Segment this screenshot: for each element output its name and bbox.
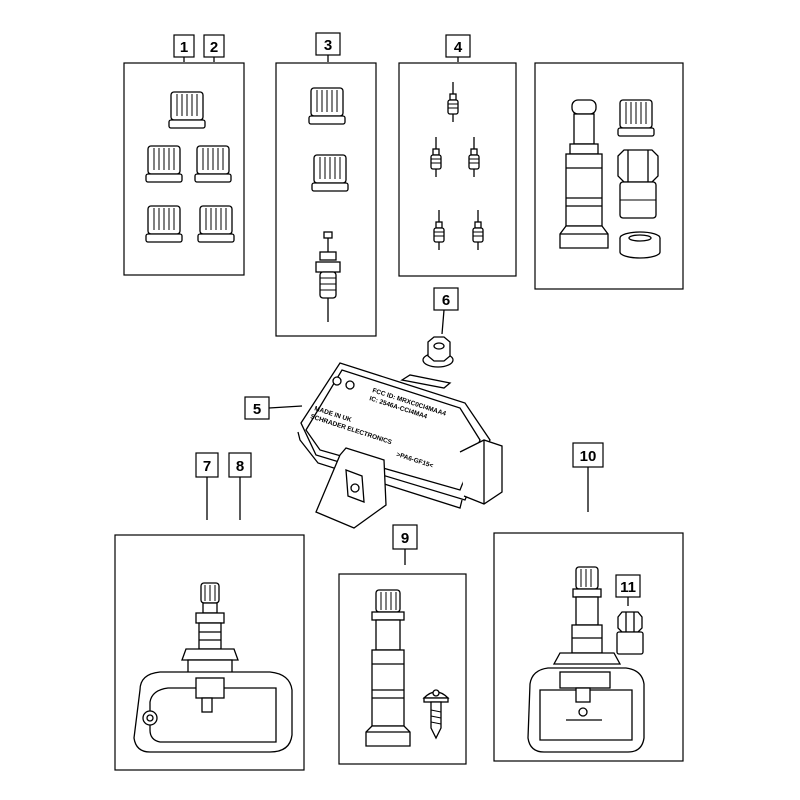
valve-stem-icon — [365, 589, 411, 747]
tpms-sensor-stem-panel: 11 — [493, 532, 684, 762]
callout-10-label: 10 — [580, 448, 597, 465]
valve-cap-icon — [311, 154, 349, 192]
service-kit-panel — [534, 62, 684, 290]
cap-and-core-panel — [275, 62, 377, 337]
callout-8[interactable]: 8 — [228, 452, 252, 478]
callout-11[interactable]: 11 — [615, 574, 641, 598]
tpms-sensor-icon — [133, 582, 293, 753]
valve-caps-panel — [123, 62, 245, 276]
tpms-receiver-module: FCC ID: MRXC0CI4MAA4 IC: 2546A-CCI4MA4 M… — [297, 362, 503, 529]
callout-1-label: 1 — [180, 39, 188, 56]
callout-3-label: 3 — [324, 37, 332, 54]
callout-3[interactable]: 3 — [315, 32, 341, 56]
callout-9-label: 9 — [401, 530, 409, 547]
callout-2-label: 2 — [210, 39, 218, 56]
valve-cores-panel — [398, 62, 517, 277]
callout-8-label: 8 — [236, 458, 244, 475]
valve-stem-icon — [559, 99, 609, 249]
valve-cap-icon — [617, 99, 655, 137]
callout-10[interactable]: 10 — [572, 442, 604, 468]
grommet-icon — [619, 231, 661, 259]
valve-cap-icon — [194, 145, 232, 183]
valve-cap-icon — [145, 205, 183, 243]
callout-11-label: 11 — [620, 579, 636, 596]
callout-4-label: 4 — [454, 39, 463, 56]
callout-5-label: 5 — [253, 401, 261, 418]
valve-stem-panel — [338, 573, 467, 765]
tpms-sensor-icon — [527, 566, 645, 753]
tpms-sensor-panel — [114, 534, 305, 771]
hex-nut-icon — [617, 149, 659, 219]
callout-2[interactable]: 2 — [203, 34, 225, 58]
valve-core-tool-icon — [315, 231, 341, 322]
screw-icon — [422, 689, 450, 740]
callout-4[interactable]: 4 — [445, 34, 471, 58]
flange-nut-icon — [422, 336, 454, 368]
valve-cap-icon — [308, 87, 346, 125]
callout-7-label: 7 — [203, 458, 211, 475]
callout-9[interactable]: 9 — [392, 524, 418, 550]
valve-cap-icon — [197, 205, 235, 243]
callout-6[interactable]: 6 — [433, 287, 459, 311]
callout-5[interactable]: 5 — [244, 396, 270, 420]
callout-6-label: 6 — [442, 292, 450, 309]
valve-cap-icon — [145, 145, 183, 183]
valve-cap-icon — [168, 91, 206, 129]
hex-nut-icon — [616, 611, 644, 655]
callout-7[interactable]: 7 — [195, 452, 219, 478]
callout-1[interactable]: 1 — [173, 34, 195, 58]
